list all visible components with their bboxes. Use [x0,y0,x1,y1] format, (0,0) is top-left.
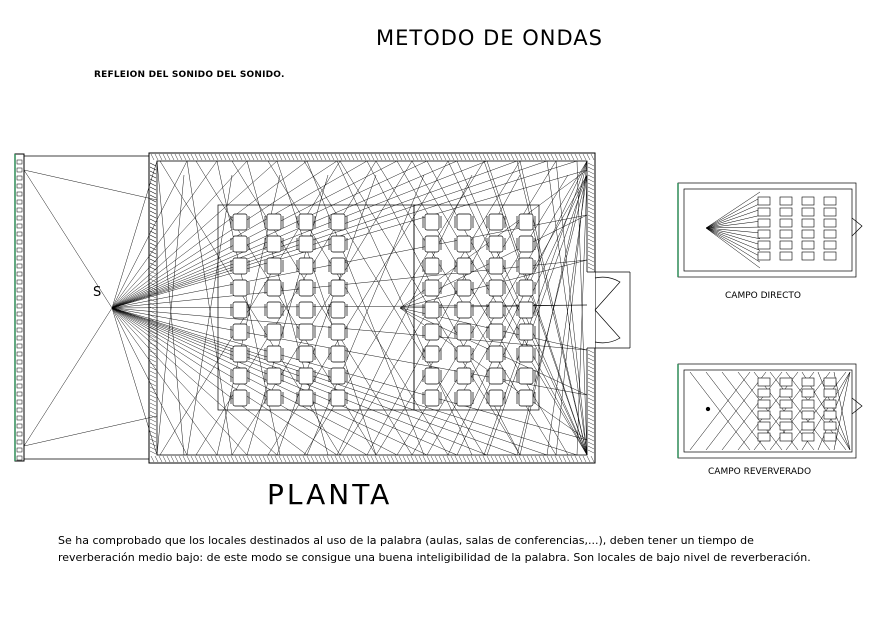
door-swing-bottom [594,309,621,344]
main-hall-plan [14,152,631,464]
reverb-field-diagram [677,363,863,459]
explanatory-note: Se ha comprobado que los locales destina… [58,534,811,564]
plan-label: PLANTA [267,478,393,511]
door-swing-top [594,276,621,311]
page-title: METODO DE ONDAS [376,26,603,50]
seating-block-left [217,204,415,411]
wall-hatch [149,153,595,463]
reverb-field-label: CAMPO REVERVERADO [708,467,812,477]
page-subtitle: REFLEION DEL SONIDO DEL SONIDO. [94,70,285,80]
door-opening [585,272,595,348]
sound-source-label: S [93,285,102,300]
seats [230,213,536,407]
direct-field-label: CAMPO DIRECTO [725,291,801,301]
direct-field-diagram [677,182,863,278]
stage-wall-pattern [16,159,23,461]
